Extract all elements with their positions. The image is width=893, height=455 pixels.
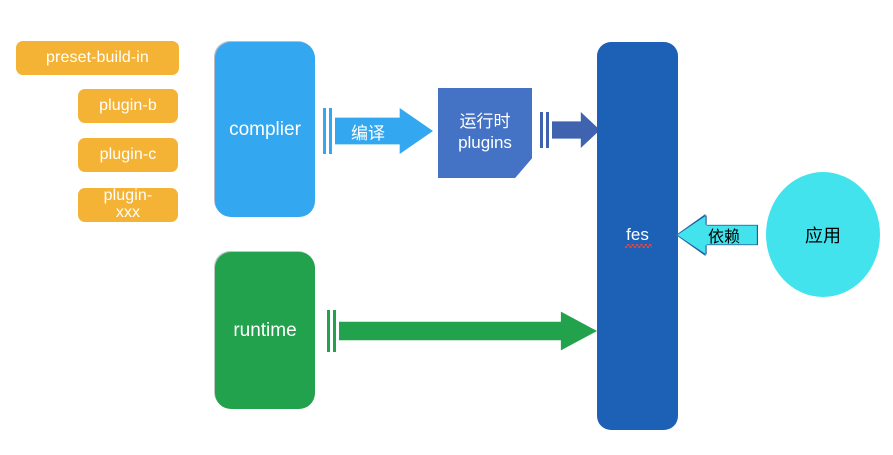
arrow-compile-tail xyxy=(323,108,335,154)
plugin-chip-label: plugin-b xyxy=(99,97,157,115)
spellcheck-underline-icon xyxy=(625,243,652,248)
node-fes-label: fes xyxy=(626,225,649,245)
node-complier-label: complier xyxy=(229,118,301,140)
node-fes-label-wrapper: fes xyxy=(625,225,652,248)
arrow-dependency: 依赖 xyxy=(676,214,758,256)
node-runtime-plugins-label-line2: plugins xyxy=(458,133,512,152)
plugin-chip-label: plugin-xxx xyxy=(103,187,153,221)
arrow-plugins-to-fes xyxy=(540,112,600,148)
plugin-chip-label: plugin-c xyxy=(99,146,157,164)
arrow-runtime-to-fes-body xyxy=(339,310,597,352)
node-runtime-plugins[interactable]: 运行时 plugins xyxy=(438,88,532,178)
node-fes[interactable]: fes xyxy=(597,42,678,430)
node-application[interactable]: 应用 xyxy=(766,172,880,297)
arrow-compile-body: 编译 xyxy=(335,108,433,154)
arrow-runtime-to-fes xyxy=(327,310,597,352)
node-runtime-label: runtime xyxy=(233,319,297,341)
folded-corner-icon xyxy=(515,158,532,178)
arrow-compile-shape xyxy=(335,108,433,154)
arrow-runtime-to-fes-tail xyxy=(327,310,339,352)
node-complier[interactable]: complier xyxy=(215,42,315,217)
plugin-chip-preset-build-in[interactable]: preset-build-in xyxy=(16,41,179,75)
arrow-plugins-to-fes-body xyxy=(552,112,600,148)
arrow-plugins-to-fes-tail xyxy=(540,112,552,148)
node-runtime-plugins-text: 运行时 plugins xyxy=(458,112,512,153)
arrow-compile: 编译 xyxy=(323,108,433,154)
arrow-plugins-to-fes-shape xyxy=(552,112,600,148)
arrow-dependency-body: 依赖 xyxy=(676,214,758,256)
arrow-dependency-shape xyxy=(676,214,758,256)
node-runtime-plugins-label-line1: 运行时 xyxy=(459,112,511,132)
plugin-chip-label: preset-build-in xyxy=(46,49,149,67)
node-runtime[interactable]: runtime xyxy=(215,252,315,409)
node-application-label: 应用 xyxy=(805,225,841,246)
plugin-chip-plugin-c[interactable]: plugin-c xyxy=(78,138,178,172)
arrow-runtime-to-fes-shape xyxy=(339,311,597,351)
plugin-chip-plugin-b[interactable]: plugin-b xyxy=(78,89,178,123)
plugin-chip-plugin-xxx[interactable]: plugin-xxx xyxy=(78,187,178,222)
